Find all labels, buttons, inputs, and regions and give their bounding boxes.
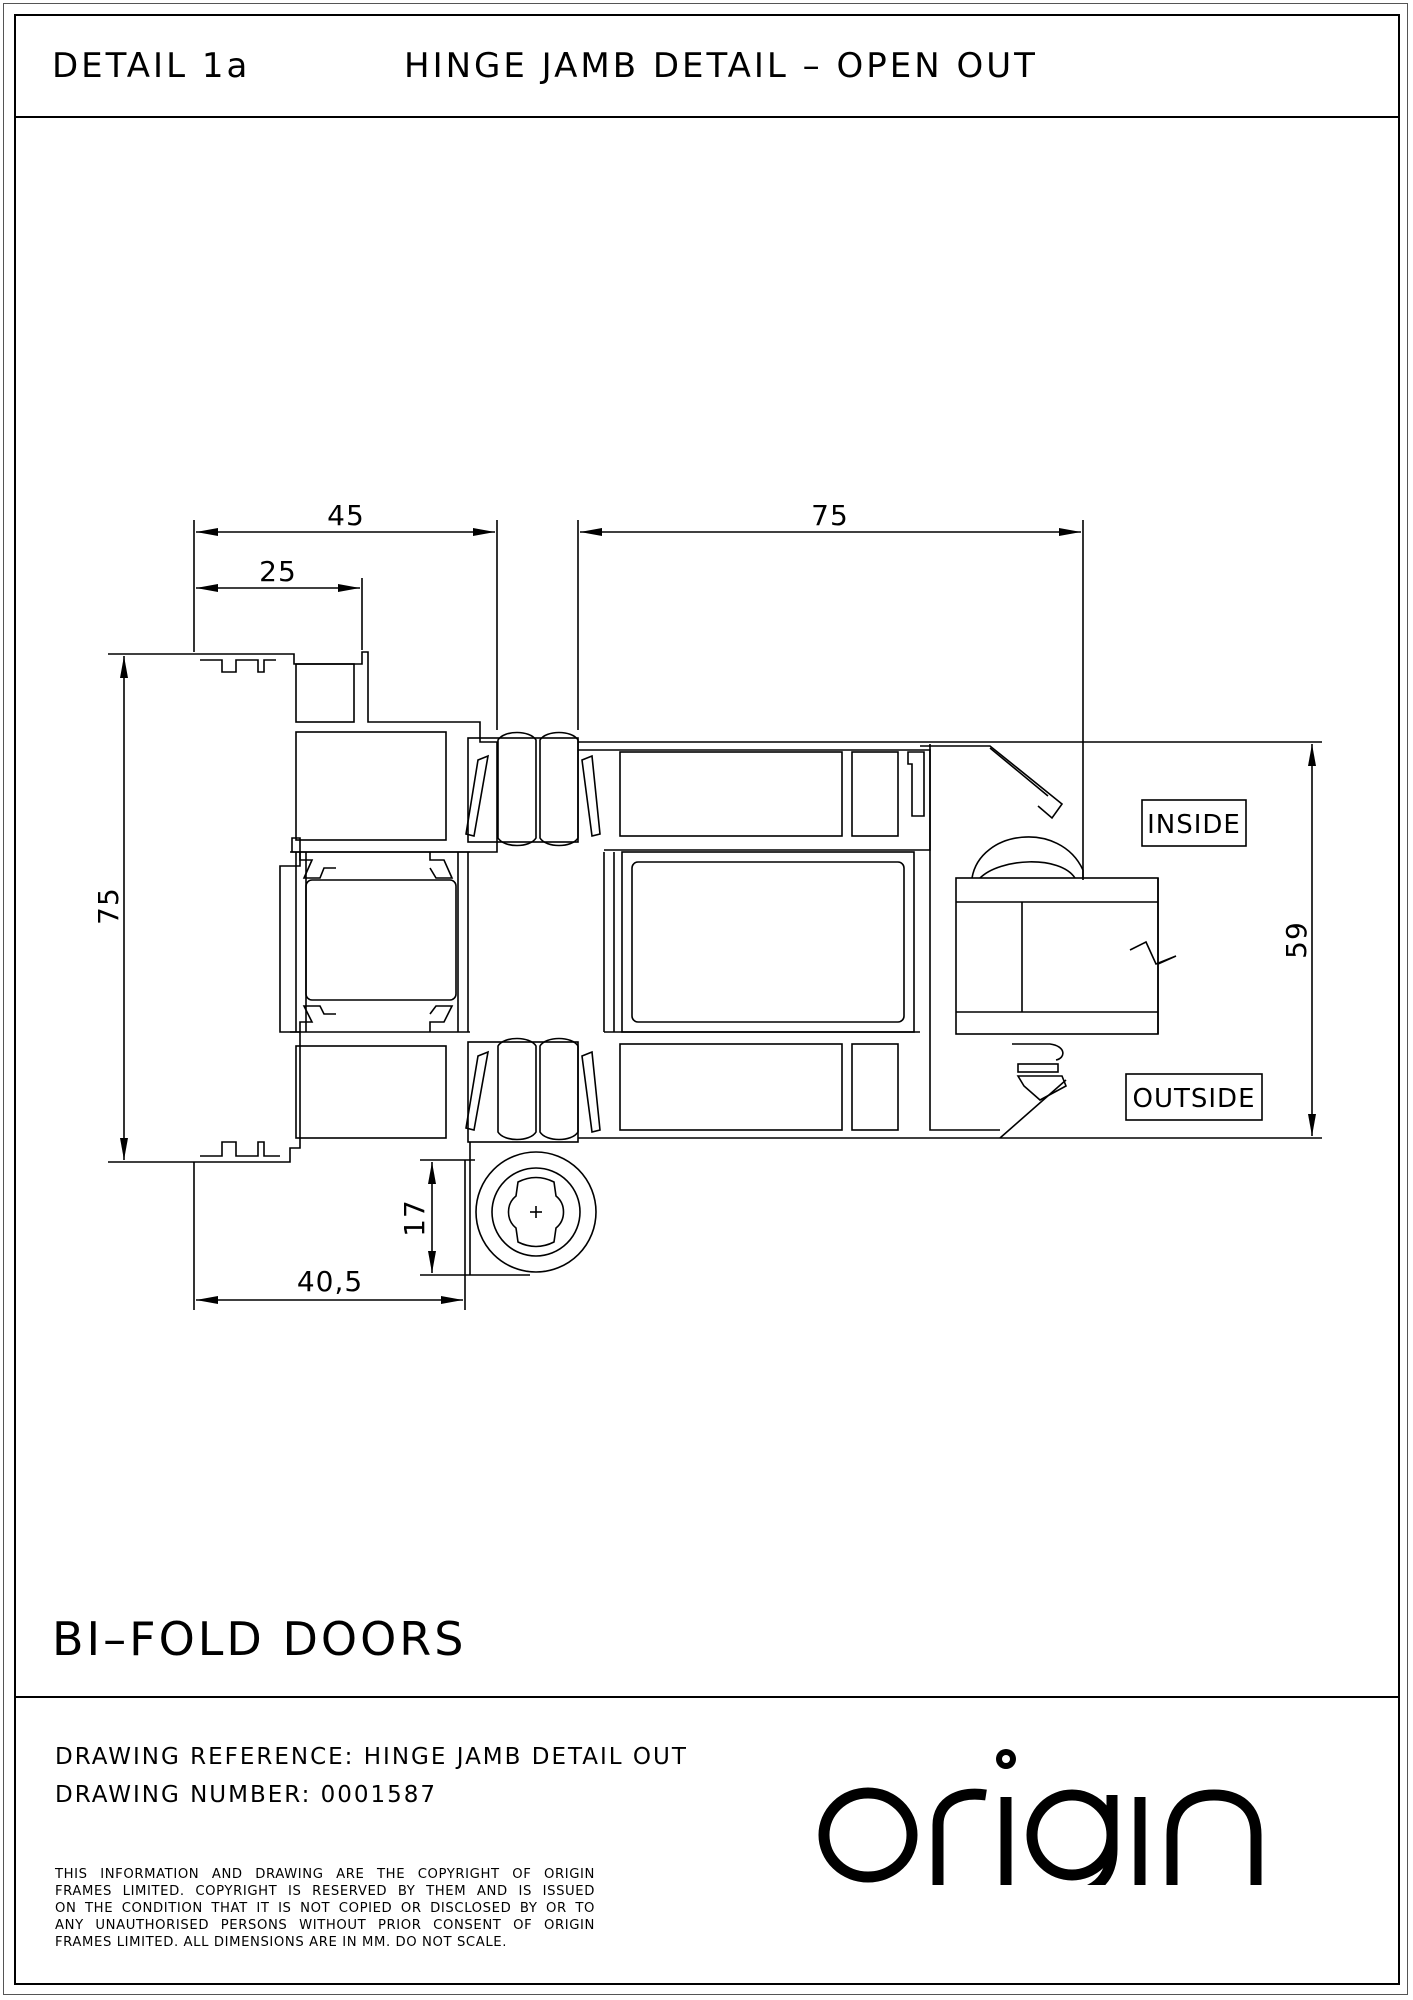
dim-top-overall: 45 bbox=[327, 499, 365, 532]
sheet-outer-border bbox=[3, 3, 1408, 1995]
outside-label-box bbox=[1125, 1073, 1263, 1121]
copyright-line: THIS INFORMATION AND DRAWING ARE THE COP… bbox=[55, 1867, 595, 1882]
copyright-notice: THIS INFORMATION AND DRAWING ARE THE COP… bbox=[55, 1866, 595, 1951]
dim-top-inner: 25 bbox=[259, 555, 297, 588]
inside-label-box bbox=[1141, 799, 1247, 847]
origin-logo: origin bbox=[810, 1745, 1262, 1885]
copyright-line: ON THE CONDITION THAT IT IS NOT COPIED O… bbox=[55, 1901, 595, 1916]
copyright-line: ANY UNAUTHORISED PERSONS WITHOUT PRIOR C… bbox=[55, 1918, 595, 1933]
logo-text: origin bbox=[810, 1745, 813, 1746]
dim-bottom-width: 40,5 bbox=[297, 1265, 363, 1298]
product-title: BI–FOLD DOORS bbox=[52, 1612, 467, 1666]
dim-left-height: 75 bbox=[92, 887, 125, 925]
sheet-inner-border bbox=[14, 14, 1400, 1985]
drawing-reference: DRAWING REFERENCE: HINGE JAMB DETAIL OUT bbox=[55, 1744, 688, 1770]
copyright-line: FRAMES LIMITED. COPYRIGHT IS RESERVED BY… bbox=[55, 1884, 595, 1899]
copyright-line: FRAMES LIMITED. ALL DIMENSIONS ARE IN MM… bbox=[55, 1935, 508, 1950]
header-divider bbox=[14, 116, 1400, 118]
footer-divider bbox=[14, 1696, 1400, 1698]
dim-hinge-offset: 17 bbox=[398, 1199, 431, 1237]
detail-label: DETAIL 1a bbox=[52, 46, 251, 86]
inside-label: INSIDE bbox=[1147, 810, 1241, 840]
dim-top-sash: 75 bbox=[811, 499, 849, 532]
outside-label: OUTSIDE bbox=[1133, 1084, 1256, 1114]
drawing-title: HINGE JAMB DETAIL – OPEN OUT bbox=[404, 46, 1038, 86]
drawing-number: DRAWING NUMBER: 0001587 bbox=[55, 1782, 438, 1808]
dim-right-height: 59 bbox=[1280, 921, 1313, 959]
